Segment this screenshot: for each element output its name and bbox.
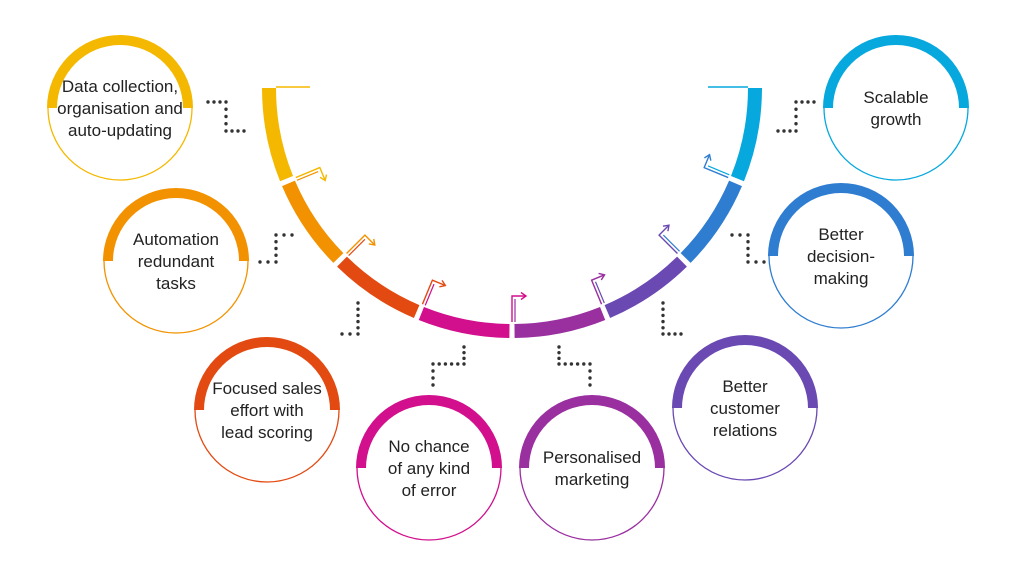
node-top-band bbox=[194, 337, 340, 410]
benefit-label-line: Focused sales bbox=[212, 379, 322, 398]
node-top-band bbox=[672, 335, 818, 408]
benefit-label-line: of any kind bbox=[388, 459, 470, 478]
benefit-label-line: relations bbox=[713, 421, 777, 440]
node-top-band bbox=[823, 35, 969, 108]
benefit-label-line: Data collection, bbox=[62, 77, 178, 96]
connector-automation bbox=[258, 233, 294, 264]
benefit-label-line: auto-updating bbox=[68, 121, 172, 140]
benefit-label-line: Automation bbox=[133, 230, 219, 249]
connector-no-error bbox=[431, 345, 466, 387]
benefit-label-line: Scalable bbox=[863, 88, 928, 107]
benefit-label-line: marketing bbox=[555, 470, 630, 489]
benefit-node-personalised-marketing: Personalised marketing bbox=[519, 395, 665, 541]
flow-arrow-icon bbox=[590, 272, 606, 305]
connector-personalised-marketing bbox=[557, 345, 592, 387]
benefit-label-line: growth bbox=[870, 110, 921, 129]
benefit-node-focused-sales: Focused sales effort with lead scoring bbox=[194, 337, 340, 483]
benefit-node-data-collection: Data collection, organisation and auto-upd… bbox=[47, 35, 193, 181]
benefit-node-customer-relations: Better customer relations bbox=[672, 335, 818, 481]
arc-segment-automation bbox=[282, 180, 344, 263]
arrow-layer bbox=[276, 86, 748, 322]
benefit-node-decision-making: Better decision-making bbox=[768, 183, 914, 329]
connector-scalable-growth bbox=[776, 100, 816, 133]
benefit-label-line: of error bbox=[402, 481, 457, 500]
benefit-label-line: effort with bbox=[230, 401, 303, 420]
connector-layer bbox=[206, 100, 816, 387]
flow-arrow-icon bbox=[421, 279, 447, 306]
arc-segment-decision-making bbox=[680, 180, 742, 263]
arc-segment-scalable-growth bbox=[730, 88, 762, 182]
arc-segment-customer-relations bbox=[604, 256, 687, 318]
arc-segment-data-collection bbox=[262, 88, 294, 182]
arc-track bbox=[262, 88, 762, 338]
benefit-label-line: Personalised bbox=[543, 448, 641, 467]
arc-segment-personalised-marketing bbox=[514, 306, 606, 338]
flow-arrow-icon bbox=[511, 291, 528, 322]
benefit-label-line: tasks bbox=[156, 274, 196, 293]
flow-arrow-icon bbox=[658, 224, 681, 254]
node-top-band bbox=[519, 395, 665, 468]
benefit-label-line: organisation and bbox=[57, 99, 183, 118]
node-top-band bbox=[47, 35, 193, 108]
connector-focused-sales bbox=[340, 301, 360, 336]
benefit-label-line: Better bbox=[722, 377, 768, 396]
benefit-node-no-error: No chance of any kind of error bbox=[356, 395, 502, 541]
benefit-label-line: making bbox=[814, 269, 869, 288]
benefit-label-line: Better bbox=[818, 225, 864, 244]
node-top-band bbox=[103, 188, 249, 261]
connector-data-collection bbox=[206, 100, 246, 133]
benefit-label-line: lead scoring bbox=[221, 423, 313, 442]
benefit-label-line: redundant bbox=[138, 252, 215, 271]
flow-arrow-icon bbox=[703, 153, 730, 179]
arc-segment-focused-sales bbox=[337, 256, 420, 318]
connector-customer-relations bbox=[661, 301, 683, 336]
benefit-label-line: decision- bbox=[807, 247, 875, 266]
benefit-label-line: No chance bbox=[388, 437, 469, 456]
flow-arrow-icon bbox=[295, 166, 328, 182]
benefit-label-line: customer bbox=[710, 399, 780, 418]
arc-segment-no-error bbox=[418, 306, 510, 338]
flow-arrow-icon bbox=[346, 234, 376, 257]
benefit-node-scalable-growth: Scalable growth bbox=[823, 35, 969, 181]
node-top-band bbox=[356, 395, 502, 468]
connector-decision-making bbox=[730, 233, 766, 264]
benefit-node-automation: Automation redundant tasks bbox=[103, 188, 249, 334]
node-top-band bbox=[768, 183, 914, 256]
node-layer: Data collection, organisation and auto-upd… bbox=[47, 35, 969, 541]
